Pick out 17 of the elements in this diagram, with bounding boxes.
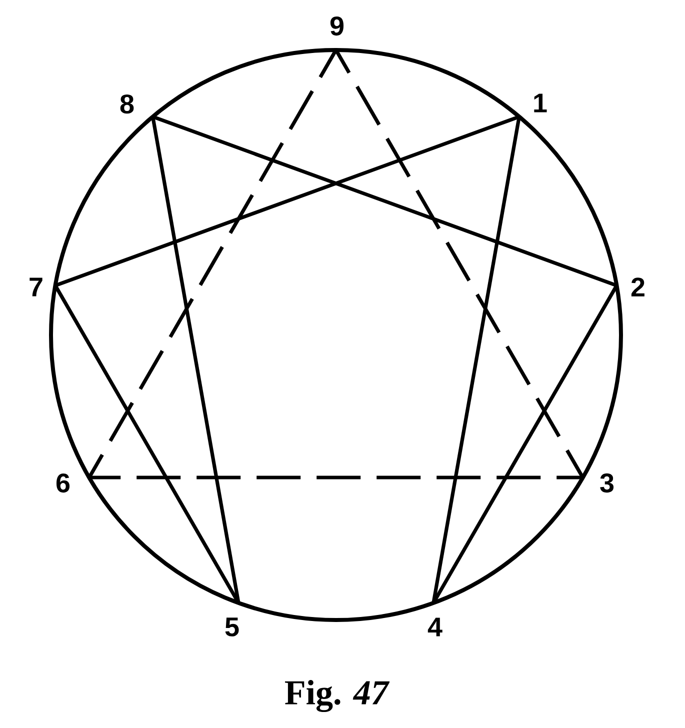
point-number: 4 — [428, 618, 442, 636]
point-number: 9 — [330, 16, 344, 36]
connecting-line — [54, 115, 520, 288]
point-number: 2 — [631, 278, 644, 296]
connecting-line — [151, 116, 240, 603]
connecting-line — [88, 49, 338, 478]
point-number: 1 — [534, 94, 547, 112]
figure-caption: Fig. 47 — [285, 680, 390, 712]
connecting-line — [89, 476, 583, 480]
point-number: 8 — [120, 94, 134, 114]
point-number: 7 — [30, 278, 42, 296]
connecting-line — [334, 49, 584, 478]
connecting-line — [152, 115, 618, 288]
point-number: 5 — [225, 618, 239, 636]
point-number: 3 — [600, 473, 614, 493]
point-number: 6 — [56, 473, 70, 493]
connecting-line — [432, 116, 521, 603]
